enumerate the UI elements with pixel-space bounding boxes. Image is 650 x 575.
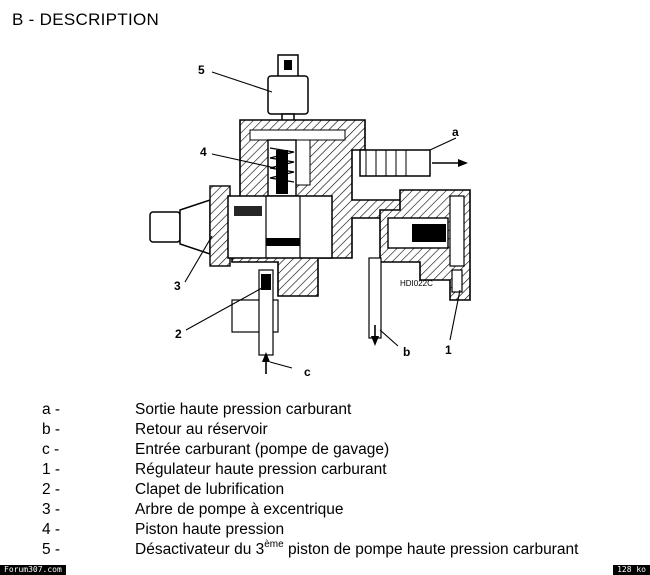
legend-text: Clapet de lubrification <box>135 481 285 498</box>
pump-diagram: 5 a 4 3 2 b 1 c HDI022C <box>149 54 471 379</box>
inlet-pipe <box>258 269 274 374</box>
callout-c: c <box>304 365 311 379</box>
return-pipe <box>368 257 382 346</box>
legend-text: Régulateur haute pression carburant <box>135 461 387 478</box>
legend-key: 2 - <box>42 481 61 498</box>
footer-bar: Forum307.com 128 ko <box>0 565 650 575</box>
legend-text: Arbre de pompe à excentrique <box>135 501 344 518</box>
eccentric-shaft <box>149 185 333 267</box>
outlet-fitting <box>359 149 468 177</box>
legend-text: Sortie haute pression carburant <box>135 401 352 418</box>
callout-2: 2 <box>175 327 182 341</box>
callout-1: 1 <box>445 343 452 357</box>
callout-b: b <box>403 345 410 359</box>
legend-key: 5 - <box>42 541 61 558</box>
pressure-regulator <box>379 189 471 301</box>
legend-key: b - <box>42 421 61 438</box>
callout-4: 4 <box>200 145 207 159</box>
solenoid-deactivator <box>267 54 309 127</box>
callout-5: 5 <box>198 63 205 77</box>
legend-key: a - <box>42 401 61 418</box>
callout-a: a <box>452 125 459 139</box>
site-badge: Forum307.com <box>0 565 66 575</box>
legend-text-end: piston de pompe haute pression carburant <box>283 541 579 558</box>
legend-text: Désactivateur du 3ème piston de pompe ha… <box>135 540 578 560</box>
legend-key: 3 - <box>42 501 61 518</box>
legend-key: 1 - <box>42 461 61 478</box>
legend-superscript: ème <box>264 539 284 550</box>
page-heading: B - DESCRIPTION <box>12 10 160 29</box>
legend-text: Entrée carburant (pompe de gavage) <box>135 441 390 458</box>
size-badge: 128 ko <box>613 565 650 575</box>
legend-key: c - <box>42 441 60 458</box>
legend-text: Piston haute pression <box>135 521 285 538</box>
callout-3: 3 <box>174 279 181 293</box>
legend-text: Retour au réservoir <box>135 421 268 438</box>
leader-lines <box>184 71 461 369</box>
legend-key: 4 - <box>42 521 61 538</box>
legend-text-start: Désactivateur du 3 <box>135 541 265 558</box>
figure-code: HDI022C <box>400 279 433 288</box>
